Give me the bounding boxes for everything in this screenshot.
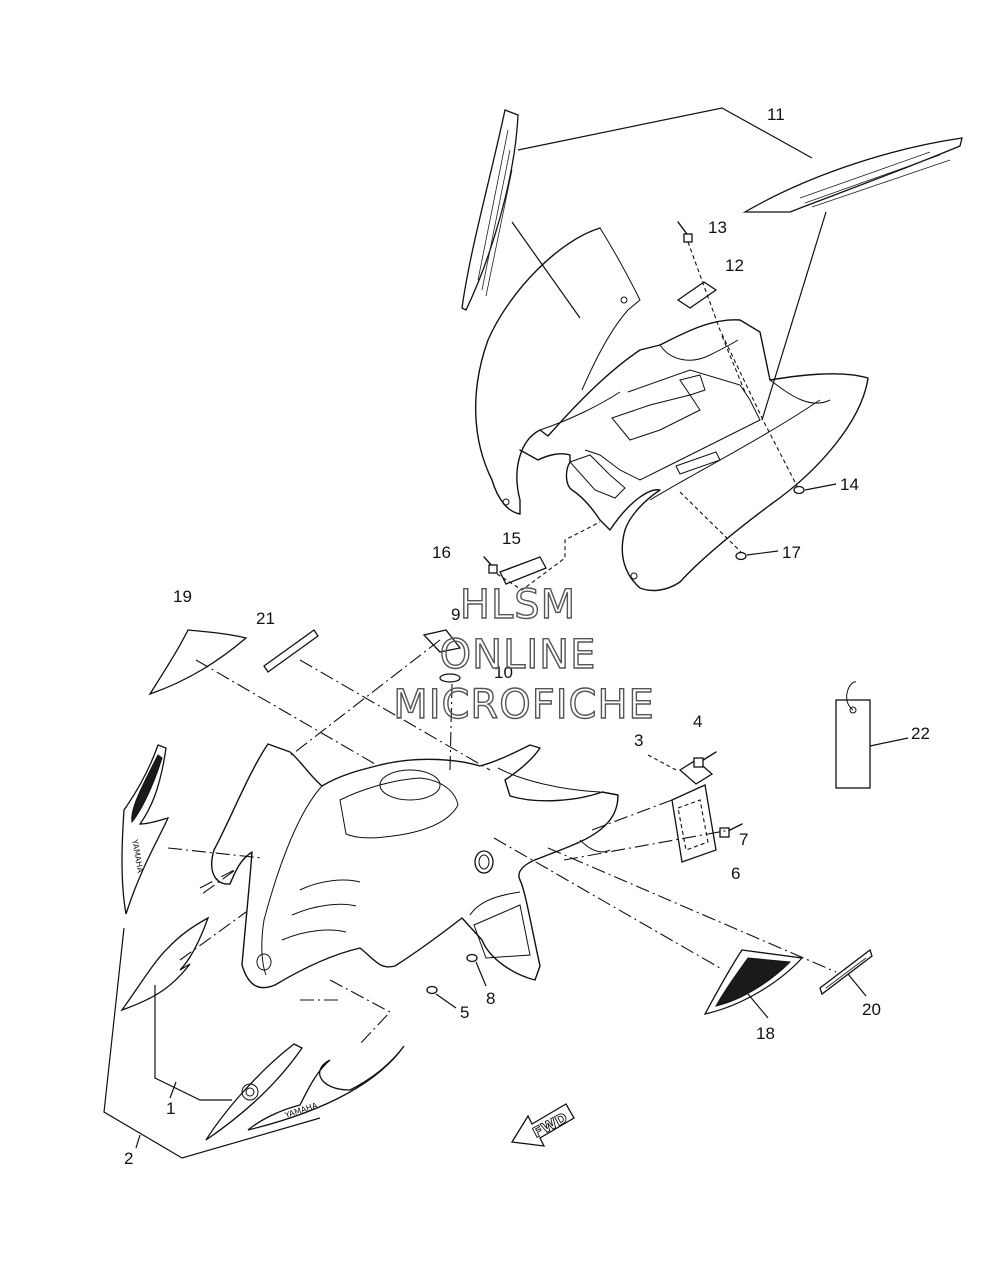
callout-20: 20 bbox=[862, 1000, 881, 1019]
washer-17 bbox=[735, 551, 747, 561]
callout-8: 8 bbox=[486, 989, 495, 1008]
callout-17: 17 bbox=[782, 543, 801, 562]
bolt-7 bbox=[719, 823, 743, 838]
decal-21 bbox=[263, 629, 319, 673]
callout-labels: 1 2 3 4 5 6 7 8 9 10 11 12 13 14 15 16 1… bbox=[124, 105, 930, 1168]
callout-11: 11 bbox=[767, 105, 785, 124]
rear-side-decal-left bbox=[461, 109, 519, 311]
decal-10 bbox=[439, 673, 461, 683]
fwd-direction-arrow: FWD bbox=[510, 1103, 575, 1147]
callout-6: 6 bbox=[731, 864, 740, 883]
washer-14 bbox=[793, 485, 805, 495]
watermark-line-2: ONLINE bbox=[440, 632, 597, 678]
callout-21: 21 bbox=[256, 609, 275, 628]
watermark-line-1: HLSM bbox=[460, 582, 576, 628]
screw-16 bbox=[483, 556, 498, 574]
callout-19: 19 bbox=[173, 587, 192, 606]
decal-19 bbox=[148, 629, 248, 696]
plate-6 bbox=[671, 784, 717, 863]
plate-3 bbox=[678, 759, 714, 785]
bolt-4 bbox=[693, 751, 717, 768]
front-fender bbox=[211, 743, 619, 989]
leader-2 bbox=[103, 927, 321, 1159]
washer-5 bbox=[426, 985, 438, 995]
front-decal-left bbox=[205, 1043, 303, 1141]
callout-18: 18 bbox=[756, 1024, 775, 1043]
rear-side-decal-right bbox=[742, 137, 963, 213]
screw-13 bbox=[677, 221, 693, 243]
callout-16: 16 bbox=[432, 543, 451, 562]
callout-2: 2 bbox=[124, 1149, 133, 1168]
side-decal-left-upper: YAMAHA bbox=[121, 744, 170, 915]
leader-1 bbox=[154, 985, 232, 1101]
decal-9 bbox=[422, 629, 462, 653]
front-decal-right: YAMAHA bbox=[247, 1045, 405, 1131]
rear-fender bbox=[474, 227, 869, 592]
callout-14: 14 bbox=[840, 475, 859, 494]
label-12 bbox=[676, 281, 718, 309]
callout-7: 7 bbox=[739, 830, 748, 849]
tag-22 bbox=[835, 681, 871, 789]
label-15 bbox=[499, 556, 547, 585]
side-decal-left-lower bbox=[120, 916, 210, 1012]
callout-4: 4 bbox=[693, 712, 702, 731]
callout-5: 5 bbox=[460, 1003, 469, 1022]
leader-11 bbox=[517, 107, 813, 159]
watermark: HLSM ONLINE MICROFICHE bbox=[392, 581, 655, 728]
watermark-line-3: MICROFICHE bbox=[393, 682, 655, 728]
callout-15: 15 bbox=[502, 529, 521, 548]
callout-12: 12 bbox=[725, 256, 744, 275]
callout-22: 22 bbox=[911, 724, 930, 743]
callout-13: 13 bbox=[708, 218, 727, 237]
decal-20 bbox=[819, 948, 873, 996]
decal-18 bbox=[703, 949, 804, 1015]
callout-3: 3 bbox=[634, 731, 643, 750]
callout-1: 1 bbox=[166, 1099, 175, 1118]
callout-9: 9 bbox=[451, 605, 460, 624]
washer-8 bbox=[466, 953, 478, 963]
callout-10: 10 bbox=[494, 663, 513, 682]
